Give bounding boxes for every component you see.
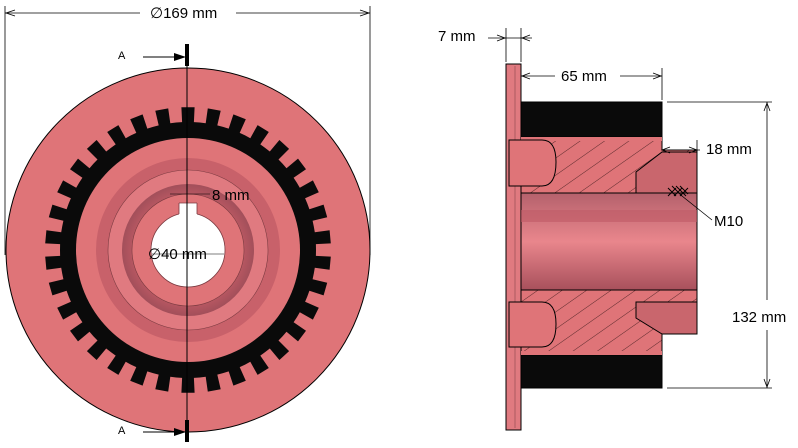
hub-length-label: 65 mm <box>561 68 607 85</box>
section-mark-bottom: A <box>118 425 126 437</box>
section-arrowhead-top <box>174 53 186 61</box>
recess-pocket-lower <box>508 301 557 348</box>
keyway-width-label: 8 mm <box>212 187 250 204</box>
recess-arrow-left <box>660 146 671 154</box>
outer-diameter-label: ∅169 mm <box>150 5 217 22</box>
rear-recess-lower <box>635 301 698 335</box>
hub-length-arrow-left <box>520 72 531 80</box>
flange-arrow-left <box>496 34 507 42</box>
height-label: 132 mm <box>732 309 786 326</box>
bore-diameter-label: ∅40 mm <box>148 246 207 263</box>
flange <box>505 63 522 431</box>
section-view: M10 7 mm 65 mm 18 mm 132 mm <box>438 28 786 431</box>
recess-pocket-upper <box>508 139 557 187</box>
height-arrow-top <box>763 101 771 112</box>
bore-highlight <box>521 210 697 222</box>
section-arrowhead-bottom <box>174 428 186 436</box>
belt-web-top <box>521 137 662 141</box>
thread-hatch <box>667 185 689 197</box>
thread-leader <box>681 195 713 221</box>
section-line-end-top <box>185 44 189 66</box>
section-mark-top: A <box>118 50 126 62</box>
bore-section <box>520 192 698 291</box>
diameter-arrow-right <box>359 9 371 17</box>
flange-thickness-label: 7 mm <box>438 28 476 45</box>
keyway <box>179 203 197 215</box>
front-view: A A ∅169 mm 8 mm ∅40 mm <box>4 5 371 442</box>
belt-web-bottom <box>521 351 662 355</box>
belt-section-top <box>520 101 663 138</box>
diameter-arrow-left <box>4 9 16 17</box>
flange-arrow-right <box>520 34 531 42</box>
section-line-end-bottom <box>185 420 189 442</box>
hub-length-arrow-right <box>652 72 663 80</box>
belt-section-bottom <box>520 354 663 389</box>
recess-arrow-right <box>688 146 699 154</box>
height-arrow-bottom <box>763 378 771 389</box>
recess-depth-label: 18 mm <box>706 141 752 158</box>
thread-label: M10 <box>714 213 743 230</box>
